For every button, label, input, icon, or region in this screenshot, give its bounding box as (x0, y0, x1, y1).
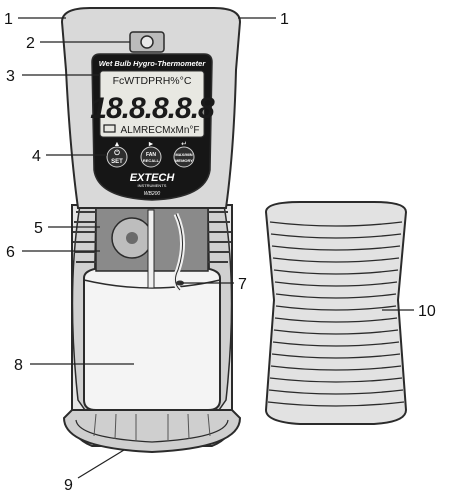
max-button-label: MEMORY (175, 158, 193, 163)
max-button-top: MAX/MIN (175, 152, 192, 157)
callout-8: 8 (14, 357, 23, 374)
dry-bulb-sensor (147, 209, 155, 289)
base-ring (62, 409, 242, 454)
chamber-vents (73, 211, 231, 263)
enter-arrow-icon: ↵ (181, 141, 187, 148)
callout-2: 2 (26, 35, 35, 52)
callout-7: 7 (238, 276, 247, 293)
fan-button-label: RECALL (143, 158, 160, 163)
callout-10: 10 (418, 303, 436, 320)
model-number: WB200 (144, 191, 161, 197)
set-arrow-icon: ▲ (114, 141, 121, 148)
lcd-digits: 18.8.8.8.8 (90, 92, 215, 125)
cap-ribs (267, 221, 405, 407)
battery-icon (103, 124, 116, 133)
lcd-screen (99, 70, 205, 138)
base-ring-ribs (93, 413, 211, 441)
callout-3: 3 (6, 68, 15, 85)
maxmin-memory-button[interactable]: ↵ MAX/MIN MEMORY (173, 141, 195, 168)
set-button[interactable]: ▲ ⏻ SET (106, 141, 128, 168)
base-ring-inner (75, 419, 229, 443)
wick-outline (174, 213, 183, 291)
callout-9: 9 (64, 477, 73, 494)
leader-lines (18, 17, 414, 479)
fan-recall-button[interactable]: ► FAN RECALL (140, 141, 162, 168)
lcd-bottom-row: ALMRECMxMn°F (120, 125, 199, 136)
power-icon: ⏻ (114, 149, 120, 157)
water-reservoir (83, 267, 221, 411)
set-button-label: SET (111, 159, 123, 165)
callout-6: 6 (6, 244, 15, 261)
brand-sub: INSTRUMENTS (138, 183, 167, 188)
callout-1-right: 1 (280, 11, 289, 28)
sensor-port-icon (140, 35, 154, 49)
fan-arrow-icon: ► (148, 141, 155, 148)
device-title: Wet Bulb Hygro-Thermometer (99, 59, 207, 68)
callout-1-left: 1 (4, 11, 13, 28)
fan-hub (126, 232, 138, 244)
callout-5: 5 (34, 220, 43, 237)
brand-logo: EXTECH (130, 172, 176, 184)
fan-button-top: FAN (146, 152, 156, 158)
callout-4: 4 (32, 148, 41, 165)
lcd-top-row: FcWTDPRH%°C (113, 75, 192, 87)
